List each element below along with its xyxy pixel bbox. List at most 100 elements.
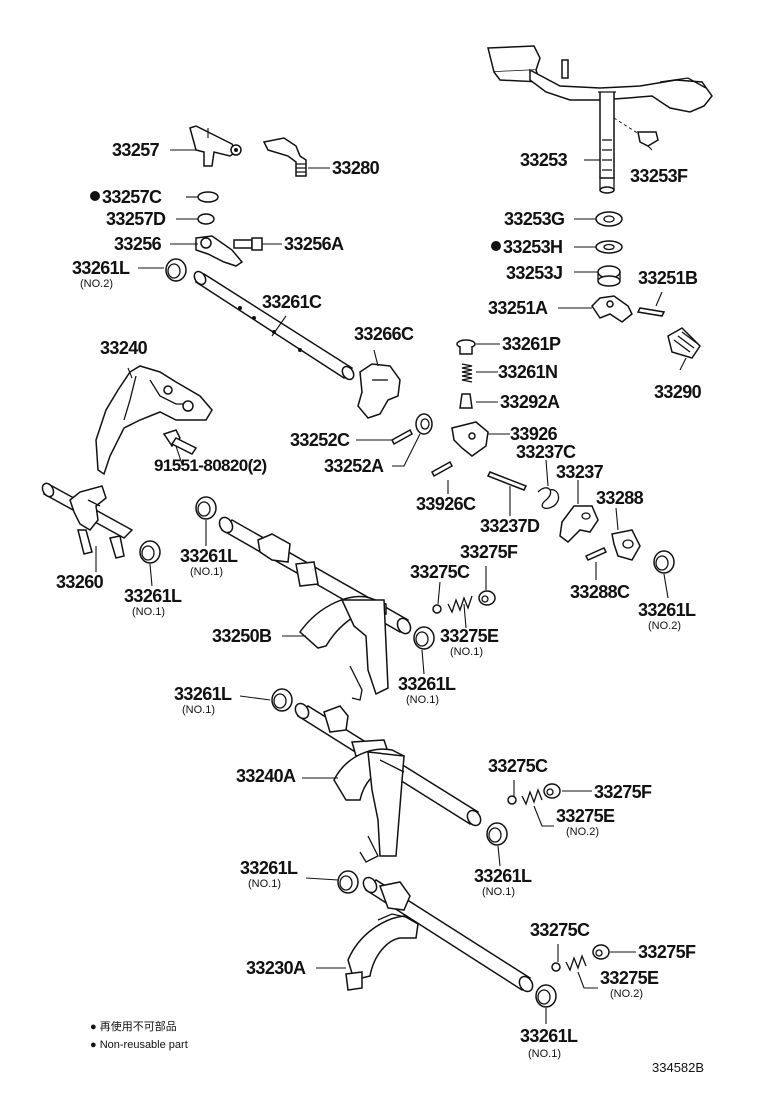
part-33275F-plug-1 — [478, 590, 496, 606]
label-33926C: 33926C — [416, 494, 476, 514]
label-33257: 33257 — [112, 140, 160, 160]
part-33253-lever — [487, 45, 713, 194]
part-33275C-ball-3 — [551, 962, 561, 972]
label-33250B: 33250B — [212, 626, 272, 646]
label-33280: 33280 — [332, 158, 380, 178]
label-33292A: 33292A — [500, 392, 560, 412]
part-33261P-plug — [456, 339, 476, 355]
label-33230A: 33230A — [246, 958, 306, 978]
sub-33275E-2: (NO.2) — [566, 826, 599, 838]
label-33261N: 33261N — [498, 362, 558, 382]
label-33261L-b: 33261L — [124, 586, 182, 606]
label-33275C-3: 33275C — [530, 920, 590, 940]
part-33257-lever — [189, 125, 242, 167]
label-33253F: 33253F — [630, 166, 688, 186]
sub-33261L-h: (NO.1) — [528, 1048, 561, 1060]
part-33253G-ring — [595, 211, 623, 227]
part-33275F-plug-3 — [592, 944, 610, 960]
label-33290: 33290 — [654, 382, 702, 402]
sub-33261L-d: (NO.1) — [182, 704, 215, 716]
part-33261L-bushing-f — [486, 822, 508, 846]
label-33261L-c: 33261L — [638, 600, 696, 620]
label-33275E-1: 33275E — [440, 626, 499, 646]
nonreusable-mark-33253H — [491, 241, 501, 251]
part-33288-cam — [611, 529, 641, 561]
label-33275C-1: 33275C — [410, 562, 470, 582]
part-33252A-clip — [415, 413, 433, 435]
part-33261L-bushing-a — [195, 496, 217, 520]
label-33275F-1: 33275F — [460, 542, 518, 562]
label-33261L-top: 33261L — [72, 258, 130, 278]
part-33261L-bushing-b — [139, 540, 161, 564]
label-33261C: 33261C — [262, 292, 322, 312]
leader-lines — [95, 145, 687, 1024]
part-33253H-ring — [595, 240, 623, 254]
part-33250B-fork — [218, 516, 412, 701]
part-33237-cam — [559, 505, 599, 543]
sub-33261L-c: (NO.2) — [648, 620, 681, 632]
label-33261P: 33261P — [502, 334, 561, 354]
label-33261L-d: 33261L — [174, 684, 232, 704]
part-33261L-bushing-h — [535, 984, 557, 1008]
part-33251B-pin — [636, 307, 666, 317]
part-33266C-cam — [357, 363, 401, 419]
part-33237C-spring — [537, 487, 560, 510]
label-91551: 91551-80820(2) — [154, 456, 267, 475]
part-33280-lever — [262, 137, 307, 177]
sub-33261L-top: (NO.2) — [80, 278, 113, 290]
label-33252A: 33252A — [324, 456, 384, 476]
part-33261L-bushing-top — [165, 258, 187, 282]
label-33261L-g: 33261L — [240, 858, 298, 878]
part-33261L-bushing-d — [271, 688, 293, 712]
part-33926-lever — [451, 421, 489, 457]
label-33256: 33256 — [114, 234, 162, 254]
part-33261L-bushing-c — [653, 550, 675, 574]
part-33926C-pin — [431, 460, 453, 478]
label-33256A: 33256A — [284, 234, 344, 254]
part-33253J-bushing — [597, 265, 621, 287]
part-33240-housing — [95, 365, 213, 476]
label-33926: 33926 — [510, 424, 558, 444]
part-33261C-shaft — [193, 270, 355, 381]
sub-33275E-1: (NO.1) — [450, 646, 483, 658]
label-33261L-a: 33261L — [180, 546, 238, 566]
part-33292A-ball — [459, 393, 473, 409]
label-33237: 33237 — [556, 462, 604, 482]
label-33257D: 33257D — [106, 209, 166, 229]
label-33261L-f: 33261L — [474, 866, 532, 886]
label-33288: 33288 — [596, 488, 644, 508]
label-33261L-e1: 33261L — [398, 674, 456, 694]
part-91551-bolt — [162, 429, 198, 455]
part-33275E-spring-1 — [447, 595, 473, 614]
legend-nonreusable-jp: ● 再使用不可部品 — [90, 1021, 177, 1033]
sub-33261L-g: (NO.1) — [248, 878, 281, 890]
label-33253G: 33253G — [504, 209, 565, 229]
label-33275E-3: 33275E — [600, 968, 659, 988]
label-33253H: 33253H — [503, 237, 563, 257]
part-33261L-bushing-e1 — [413, 626, 435, 650]
part-33275E-spring-3 — [565, 954, 587, 972]
label-33240A: 33240A — [236, 766, 296, 786]
part-33256-lever — [195, 235, 244, 267]
sub-33275E-3: (NO.2) — [610, 988, 643, 1000]
label-33288C: 33288C — [570, 582, 630, 602]
label-33266C: 33266C — [354, 324, 414, 344]
part-33256A-bolt — [233, 237, 263, 251]
part-33275C-ball-1 — [432, 604, 442, 614]
label-33257C: 33257C — [102, 187, 162, 207]
label-33240: 33240 — [100, 338, 148, 358]
part-33261N-spring — [461, 363, 473, 383]
part-33230A-fork — [345, 876, 534, 993]
part-33275E-spring-2 — [521, 788, 543, 806]
sub-33261L-e1: (NO.1) — [406, 694, 439, 706]
label-33253: 33253 — [520, 150, 568, 170]
legend-nonreusable-en: ● Non-reusable part — [90, 1039, 188, 1051]
part-33240A-fork — [294, 702, 482, 863]
sub-33261L-a: (NO.1) — [190, 566, 223, 578]
nonreusable-mark-33257C — [90, 191, 100, 201]
label-33275E-2: 33275E — [556, 806, 615, 826]
part-33257D-ring — [197, 213, 215, 225]
part-33288C-pin — [584, 547, 608, 561]
